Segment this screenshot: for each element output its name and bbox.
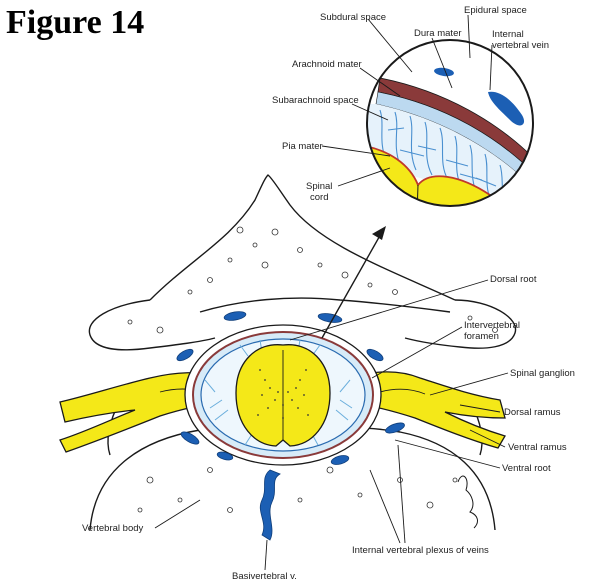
label-internal-vertebral-vein-2: vertebral vein [492, 40, 549, 51]
left-nerve [59, 372, 226, 453]
label-dorsal-root: Dorsal root [490, 274, 537, 285]
bone-texture [127, 226, 498, 513]
label-arachnoid-mater: Arachnoid mater [292, 59, 362, 70]
label-ventral-ramus: Ventral ramus [508, 442, 567, 453]
artist-signature [457, 475, 478, 529]
magnified-inset [366, 39, 534, 207]
label-spinal-ganglion: Spinal ganglion [510, 368, 575, 379]
label-internal-vertebral-vein-1: Internal [492, 29, 524, 40]
label-subdural-space: Subdural space [320, 12, 386, 23]
inset-internal-vertebral-vein [488, 91, 525, 126]
transverse-process-left [88, 299, 216, 351]
figure-title: Figure 14 [6, 4, 145, 41]
label-subarachnoid-space: Subarachnoid space [272, 95, 359, 106]
inset-pia-mater [367, 144, 526, 206]
transverse-process-right [404, 299, 517, 349]
veins [176, 311, 405, 541]
label-spinal-cord-2: cord [310, 192, 328, 203]
label-pia-mater: Pia mater [282, 141, 323, 152]
label-vertebral-body: Vertebral body [82, 523, 144, 534]
inset-epidural-vein [434, 67, 454, 77]
vertebra [88, 174, 517, 531]
label-epidural-space: Epidural space [464, 5, 527, 16]
magnification-arrow [321, 226, 386, 339]
spinal-cord-section [235, 344, 331, 447]
label-ventral-root: Ventral root [502, 463, 551, 474]
label-basivertebral-v: Basivertebral v. [232, 571, 297, 582]
label-dura-mater: Dura mater [414, 28, 462, 39]
spinous-process [149, 174, 456, 301]
leader-lines [154, 14, 509, 571]
label-intervertebral-foramen-1: Intervertebral [464, 320, 520, 331]
label-internal-vertebral-plexus: Internal vertebral plexus of veins [352, 545, 489, 556]
label-spinal-cord-1: Spinal [306, 181, 332, 192]
label-dorsal-ramus: Dorsal ramus [504, 407, 561, 418]
basivertebral-vein [259, 469, 281, 541]
label-intervertebral-foramen-2: foramen [464, 331, 499, 342]
